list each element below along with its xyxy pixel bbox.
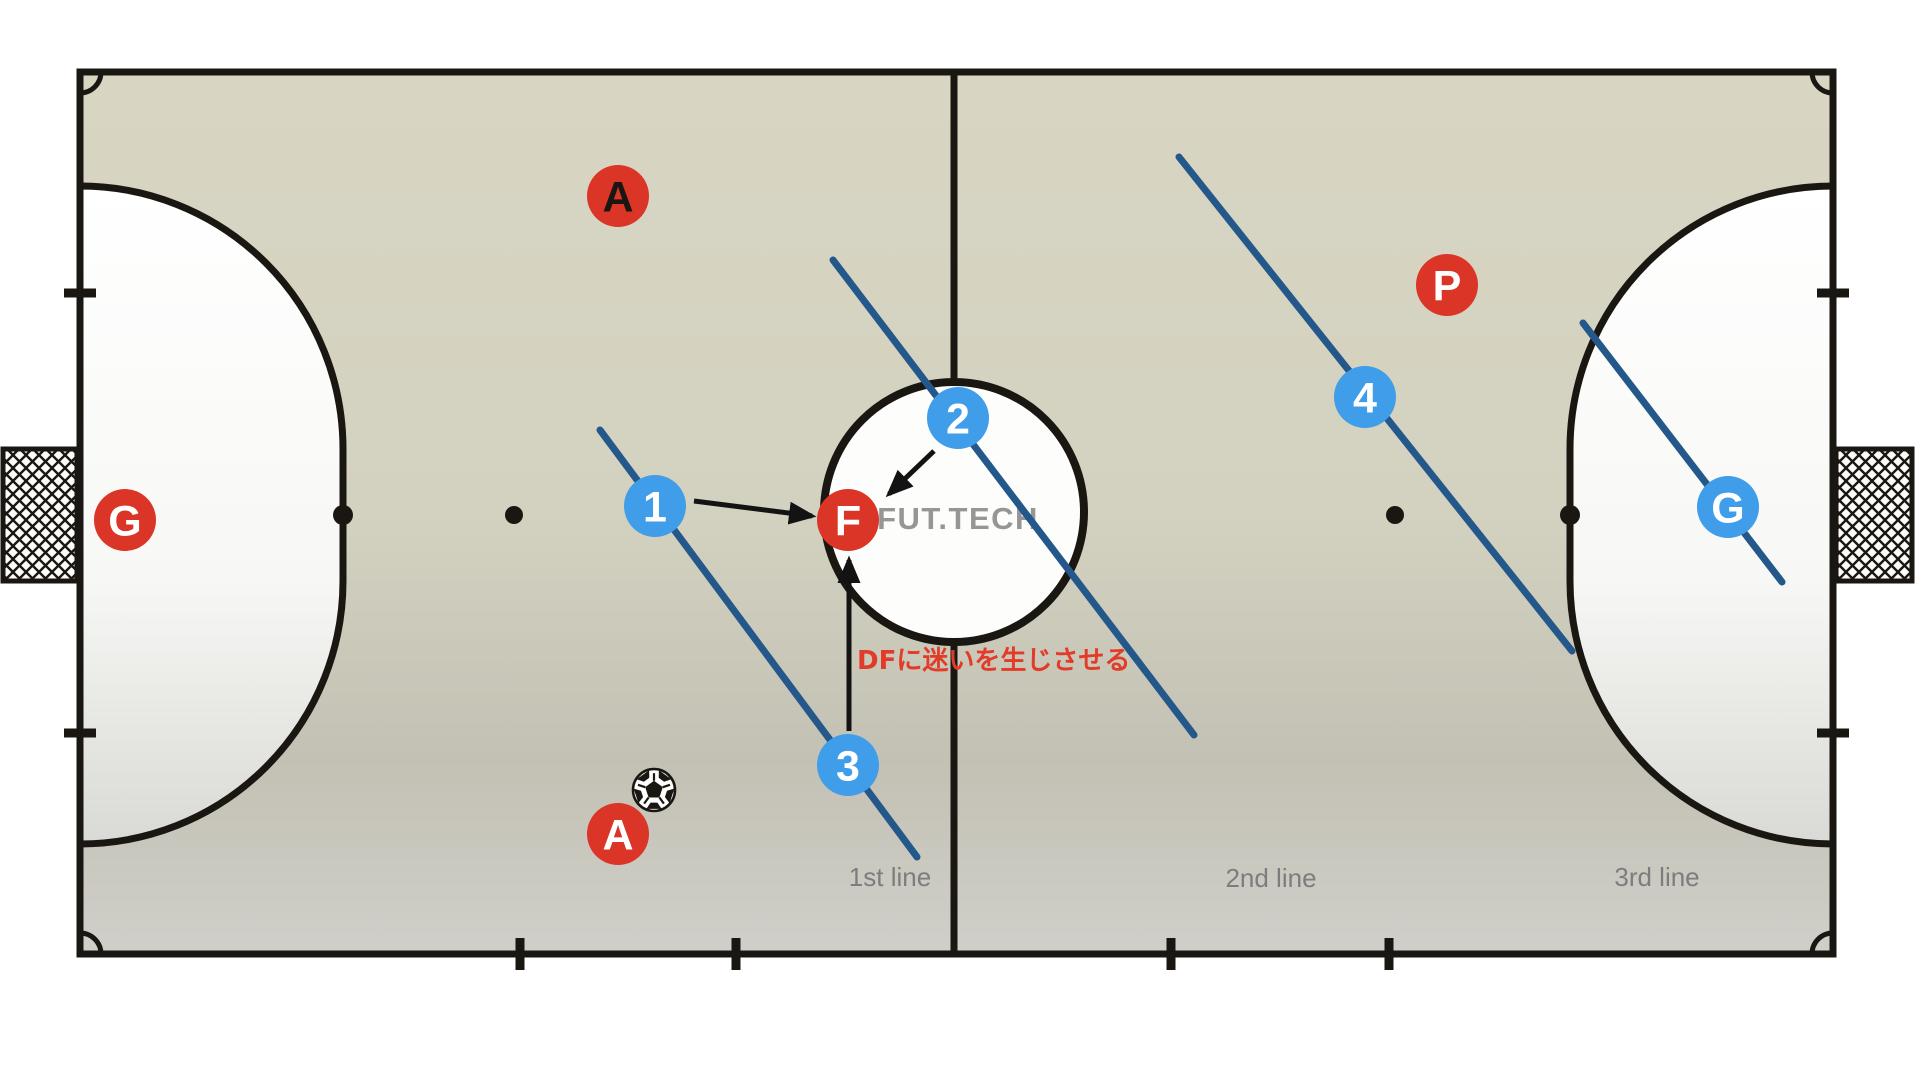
penalty-spot-right-6m: [1560, 505, 1580, 525]
marker-blue-1: 1: [624, 475, 686, 537]
marker-label: F: [835, 497, 861, 545]
marker-label: 4: [1353, 374, 1377, 422]
marker-blue-3: 3: [817, 734, 879, 796]
arrow-2-to-f: [885, 449, 936, 498]
corner-arc-top-left: [79, 71, 104, 96]
defense-line-through-2: [829, 256, 1198, 739]
marker-red-a: A: [587, 803, 649, 865]
penalty-area-left: [76, 182, 347, 848]
line-label-3: 3rd line: [1614, 862, 1699, 892]
marker-label: P: [1433, 262, 1462, 310]
marker-label: 1: [643, 483, 667, 531]
marker-label: G: [1711, 484, 1744, 532]
watermark-text: FUT.TECH: [877, 501, 1039, 536]
marker-blue-g: G: [1697, 476, 1759, 538]
marker-label: A: [602, 173, 633, 221]
defense-line-through-g: [1579, 319, 1786, 586]
arrow-1-to-f: [693, 498, 817, 525]
marker-label: G: [108, 497, 141, 545]
annotation-text: DFに迷いを生じさせる: [857, 646, 1130, 676]
line-label-1: 1st line: [849, 862, 931, 892]
marker-label: A: [602, 811, 633, 859]
marker-label: 3: [836, 742, 860, 790]
corner-arc-top-right: [1809, 71, 1834, 96]
marker-red-g: G: [94, 489, 156, 551]
goal-right-net: [1833, 446, 1915, 584]
goal-left-net: [0, 446, 80, 584]
soccer-ball-icon: [631, 767, 677, 813]
line-label-2: 2nd line: [1225, 863, 1316, 893]
penalty-spot-right-10m: [1386, 506, 1404, 524]
marker-red-p: P: [1416, 254, 1478, 316]
marker-red-f: F: [817, 489, 879, 551]
corner-arc-bottom-left: [79, 930, 104, 955]
marker-label: 2: [946, 395, 970, 443]
marker-blue-4: 4: [1334, 366, 1396, 428]
marker-blue-2: 2: [927, 387, 989, 449]
penalty-spot-left-10m: [505, 506, 523, 524]
marker-red-a: A: [587, 165, 649, 227]
corner-arc-bottom-right: [1809, 930, 1834, 955]
penalty-spot-left-6m: [333, 505, 353, 525]
